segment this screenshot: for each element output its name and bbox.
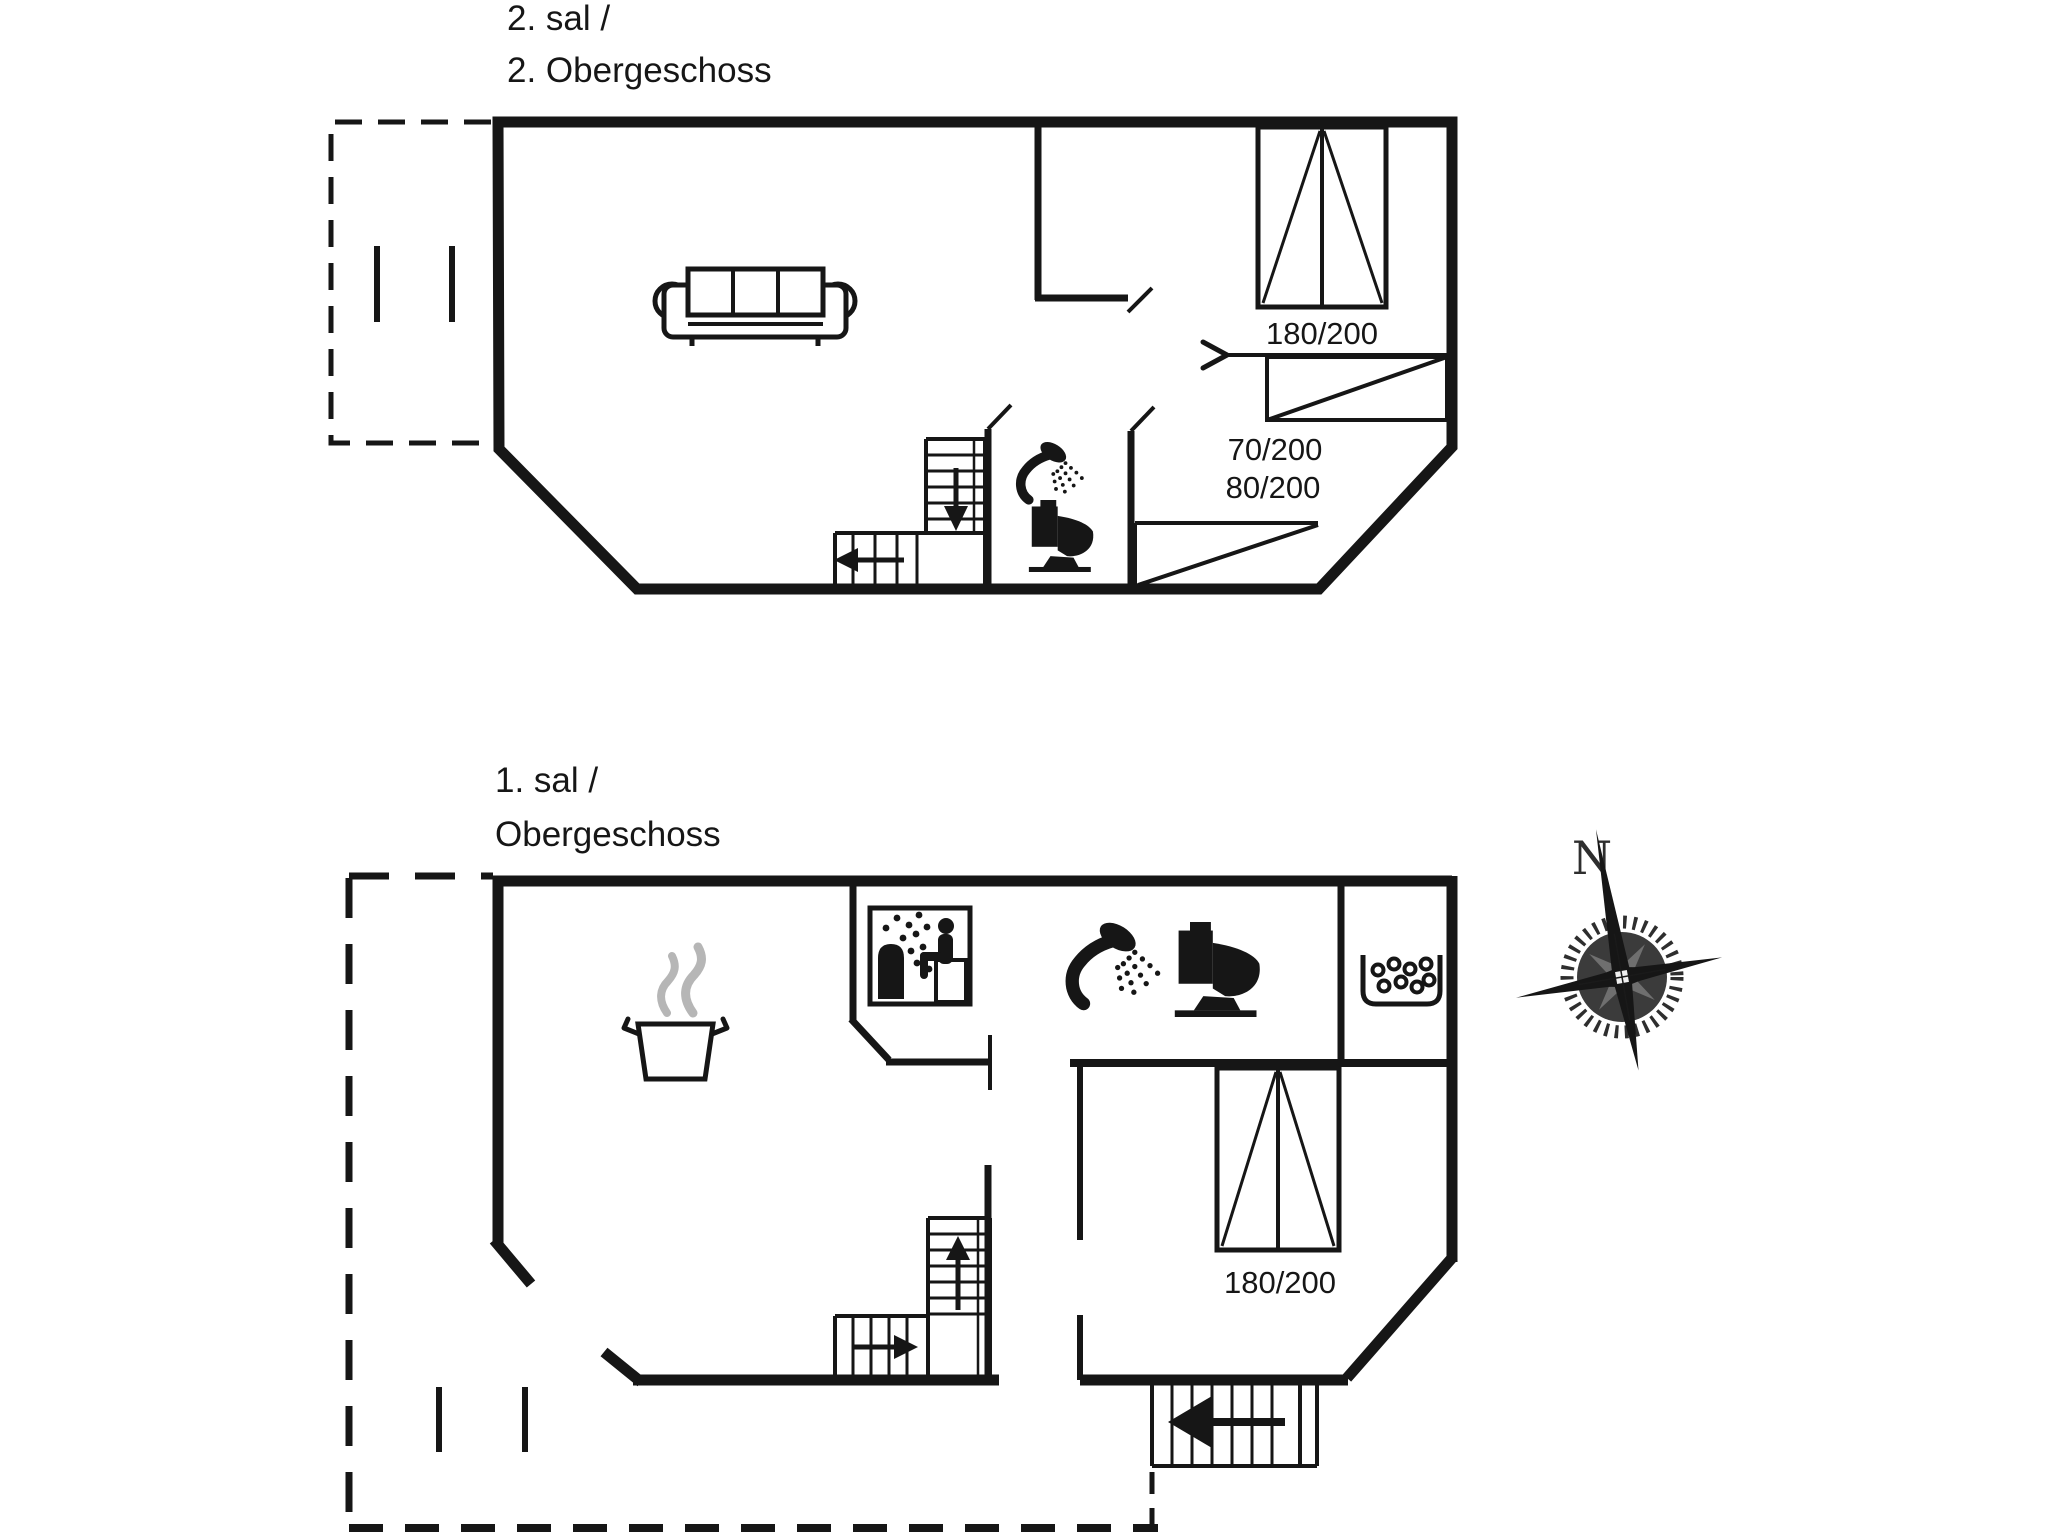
floor-2-plan: 2. sal / 2. Obergeschoss 180/200 70/200 …	[328, 0, 1458, 595]
floor-2-exterior-wall	[492, 116, 1458, 595]
floor-2-bathroom-walls	[984, 403, 1156, 585]
shower-icon	[1016, 441, 1084, 505]
floor-2-title-line2: 2. Obergeschoss	[507, 51, 772, 90]
floor-2-slope-label-2: 80/200	[1226, 470, 1321, 505]
toilet-icon	[1028, 500, 1094, 572]
floor-1-sauna-walls	[848, 876, 992, 1090]
floor-2-partition-door-jamb	[1126, 286, 1154, 314]
floor-1-window-label: 180/200	[1224, 1265, 1336, 1300]
floor-2-window-label: 180/200	[1266, 316, 1378, 351]
balcony-dashed-outline	[328, 119, 491, 446]
floor-2-door-chevron	[1200, 339, 1230, 371]
floor-2-sloped-area-upper	[1265, 355, 1449, 422]
floor-1-exterior-wall	[489, 875, 1458, 1387]
terrace-railing-ticks	[436, 1387, 528, 1452]
toilet-icon	[1174, 922, 1260, 1017]
floor-2-sloped-area-lower	[1133, 521, 1319, 587]
floor-1-title-line1: 1. sal /	[495, 761, 598, 800]
floor-1-plan: 1. sal / Obergeschoss 180/200	[345, 761, 1458, 1532]
entrance-arrow-icon	[1150, 1380, 1319, 1468]
casement-window-icon	[1214, 1065, 1342, 1253]
cooking-pot-icon	[621, 942, 730, 1082]
shower-icon	[1065, 922, 1161, 1011]
floor-1-title-line2: Obergeschoss	[495, 815, 721, 854]
floor-2-title-line1: 2. sal /	[507, 0, 610, 38]
sauna-icon	[867, 905, 973, 1007]
casement-window-icon	[1255, 124, 1389, 310]
compass-rose-icon: N	[1515, 829, 1723, 1071]
floor-2-partition-wall	[1034, 117, 1128, 302]
staircase-down-icon	[833, 437, 987, 584]
laundry-tub-icon	[1360, 955, 1443, 1007]
staircase-up-icon	[833, 1216, 992, 1378]
balcony-railing-ticks	[374, 246, 455, 322]
sofa-icon	[652, 266, 858, 346]
floor-2-balcony	[328, 119, 491, 446]
floor-2-slope-label-1: 70/200	[1228, 432, 1323, 467]
floor-1-terrace-dashed	[345, 872, 1158, 1532]
